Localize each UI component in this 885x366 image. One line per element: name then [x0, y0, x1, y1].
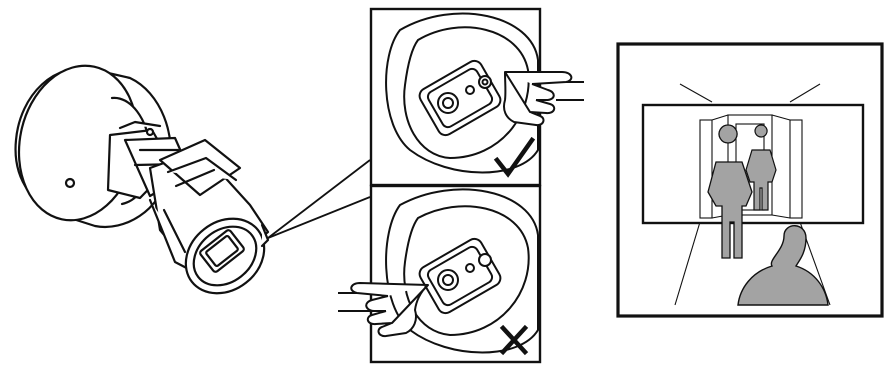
callout-lines [268, 160, 370, 238]
corridor-view-icon [618, 44, 882, 316]
bullet-camera-icon [5, 55, 279, 309]
correct-handling-panel [371, 9, 584, 185]
